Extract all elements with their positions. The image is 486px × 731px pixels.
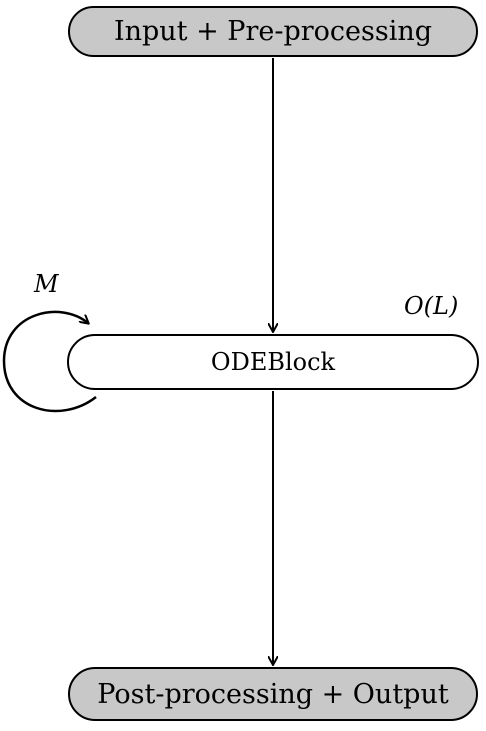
loop-count-label: M <box>34 270 59 298</box>
odeblock-label: ODEBlock <box>210 348 336 376</box>
input-preprocessing-node: Input + Pre-processing <box>68 6 478 57</box>
postprocessing-output-node: Post-processing + Output <box>68 667 478 721</box>
odeblock-node: ODEBlock <box>67 334 479 390</box>
input-preprocessing-label: Input + Pre-processing <box>113 16 433 47</box>
complexity-label: O(L) <box>404 292 459 320</box>
self-loop-arrow <box>2 310 97 413</box>
postprocessing-output-label: Post-processing + Output <box>97 678 449 710</box>
